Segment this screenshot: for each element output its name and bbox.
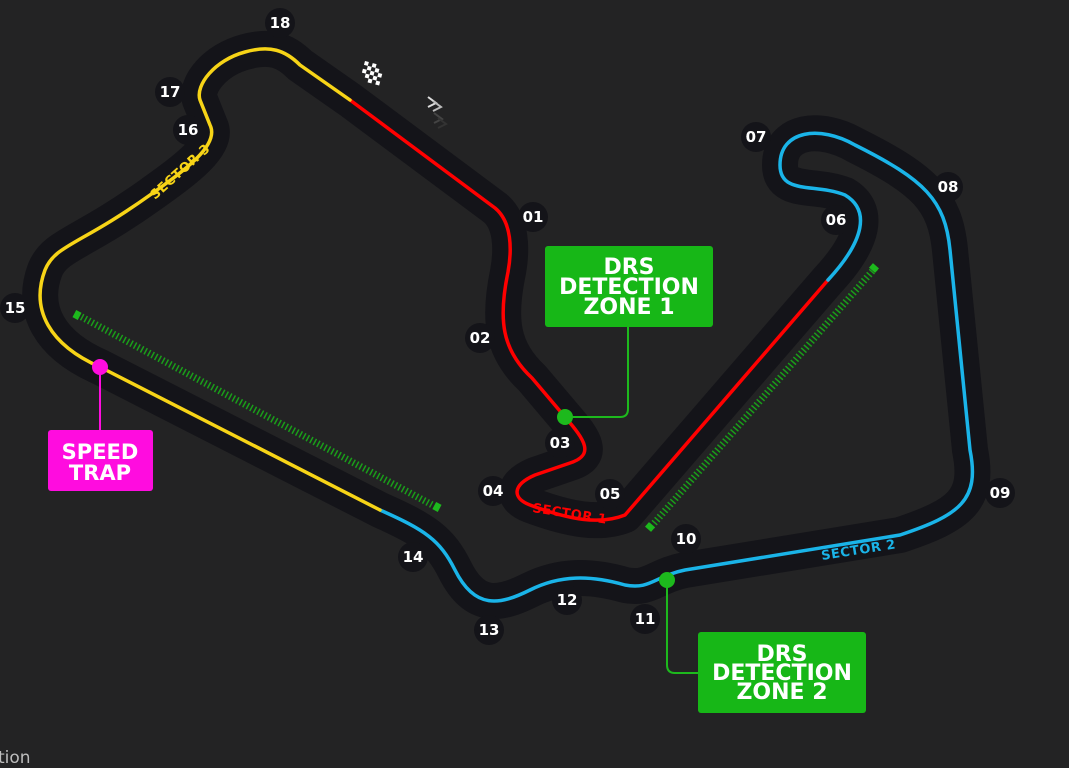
drs-zone-strip-2 [647,265,878,531]
corner-marker-09: 09 [985,478,1015,508]
svg-text:DETECTION: DETECTION [559,275,699,300]
corner-marker-bg [595,479,625,509]
drs-zone-2-marker [659,572,675,588]
svg-text:ZONE 1: ZONE 1 [583,295,674,320]
corner-marker-bg [933,172,963,202]
corner-marker-bg [552,585,582,615]
corner-marker-10: 10 [671,524,701,554]
corner-marker-bg [265,8,295,38]
corner-marker-16: 16 [173,115,203,145]
drs-zone-strip-1-end [432,502,442,512]
corner-marker-bg [474,615,504,645]
corner-number: 14 [403,548,424,566]
sector-3-line [38,47,382,512]
svg-text:TRAP: TRAP [69,461,131,485]
corner-number: 08 [938,178,959,196]
chevrons-direction-icon [427,96,448,129]
svg-text:DRS: DRS [756,642,807,667]
corner-marker-05: 05 [595,479,625,509]
corner-marker-11: 11 [630,604,660,634]
corner-marker-07: 07 [741,122,771,152]
drs-zone-2-connector [666,580,700,674]
drs-zone-1-connector [565,325,629,418]
drs-zone-strip-1 [76,311,440,512]
corner-number: 05 [600,485,621,503]
corner-marker-bg [398,542,428,572]
corner-number: 01 [523,208,544,226]
footer-text: tion [0,748,31,768]
corner-marker-bg [821,205,851,235]
svg-text:ZONE 2: ZONE 2 [736,680,827,705]
corner-marker-bg [985,478,1015,508]
checkered-flag-icon [361,61,383,86]
sector-1-line [348,98,830,522]
corner-marker-bg [741,122,771,152]
corner-marker-15: 15 [0,293,30,323]
drs-zone-strip-2-end [645,522,655,532]
corner-marker-bg [155,77,185,107]
corner-number: 15 [5,299,26,317]
corner-number: 13 [479,621,500,639]
corner-marker-02: 02 [465,323,495,353]
drs-detection-zone-2-label: DRS DETECTION ZONE 2 [698,632,866,713]
corner-number: 03 [550,434,571,452]
corner-marker-12: 12 [552,585,582,615]
corner-marker-bg [630,604,660,634]
corner-marker-13: 13 [474,615,504,645]
corner-marker-bg [0,293,30,323]
speed-trap-marker [92,359,108,375]
corner-number: 06 [826,211,847,229]
drs-zone-strip-1-start [72,310,82,320]
corner-marker-04: 04 [478,476,508,506]
corner-marker-01: 01 [518,202,548,232]
corner-marker-bg [671,524,701,554]
svg-text:SPEED: SPEED [62,440,139,464]
corner-marker-14: 14 [398,542,428,572]
corner-number: 16 [178,121,199,139]
corner-number: 02 [470,329,491,347]
sector-2-line [378,131,975,603]
corner-marker-03: 03 [545,428,575,458]
corner-markers: 01 02 03 04 05 06 07 08 09 10 11 12 13 14 15 16 17 18 [0,8,1015,645]
speed-trap-label: SPEED TRAP [48,430,153,491]
corner-number: 09 [990,484,1011,502]
svg-text:DRS: DRS [603,255,654,280]
corner-number: 07 [746,128,767,146]
corner-marker-bg [478,476,508,506]
corner-number: 17 [160,83,181,101]
corner-number: 04 [483,482,504,500]
corner-marker-bg [173,115,203,145]
drs-detection-zone-1-label: DRS DETECTION ZONE 1 [545,246,713,327]
corner-marker-06: 06 [821,205,851,235]
corner-marker-bg [518,202,548,232]
corner-marker-17: 17 [155,77,185,107]
corner-marker-08: 08 [933,172,963,202]
corner-number: 10 [676,530,697,548]
corner-number: 12 [557,591,578,609]
corner-number: 11 [635,610,656,628]
drs-zone-strip-2-start [869,263,879,273]
drs-zone-1-marker [557,409,573,425]
corner-marker-18: 18 [265,8,295,38]
corner-marker-bg [545,428,575,458]
svg-text:DETECTION: DETECTION [712,661,852,686]
corner-marker-bg [465,323,495,353]
corner-number: 18 [270,14,291,32]
